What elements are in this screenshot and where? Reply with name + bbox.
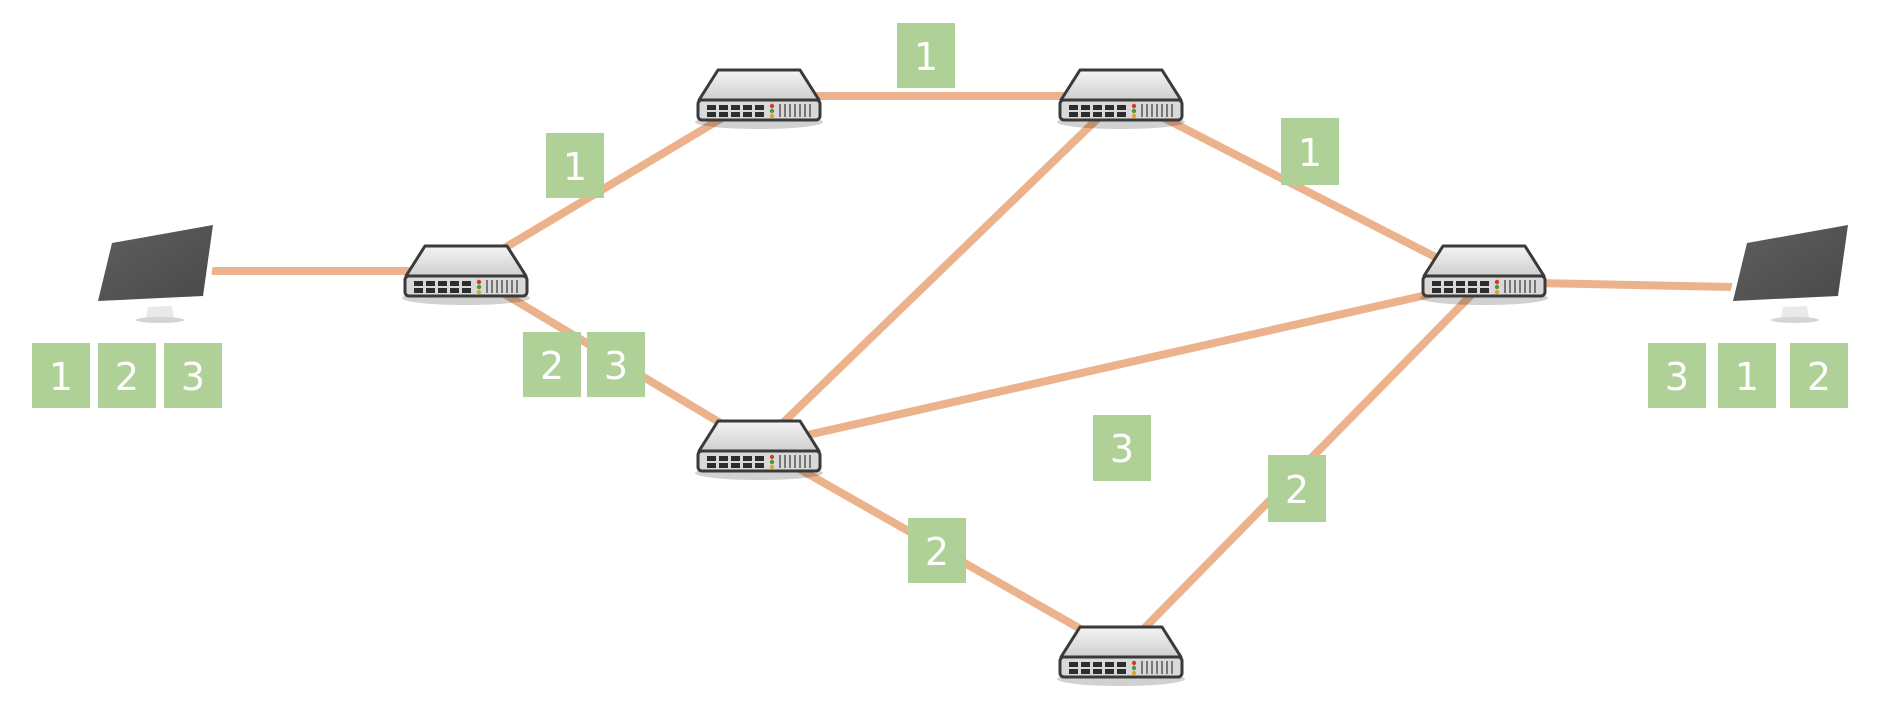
router-e xyxy=(1418,244,1550,307)
network-router-icon xyxy=(1418,244,1550,307)
network-links xyxy=(206,92,1737,656)
link-router-d-router-e xyxy=(1117,92,1488,286)
packet: 2 xyxy=(1790,343,1848,408)
svg-text:2: 2 xyxy=(540,344,564,388)
svg-text:1: 1 xyxy=(563,145,587,189)
router-b xyxy=(693,68,825,131)
svg-text:3: 3 xyxy=(181,355,205,399)
svg-text:2: 2 xyxy=(1807,355,1831,399)
packet-route-d-e: 1 xyxy=(1281,118,1339,185)
source-computer xyxy=(92,219,219,323)
network-router-icon xyxy=(400,244,532,307)
packet: 3 xyxy=(164,343,222,408)
packet: 2 xyxy=(98,343,156,408)
svg-text:1: 1 xyxy=(914,35,938,79)
packet-route-f-e: 2 xyxy=(1268,455,1326,522)
packet-route-a-c: 2 3 xyxy=(523,332,645,397)
link-router-c-router-d xyxy=(755,92,1125,450)
router-d xyxy=(1055,68,1187,131)
packet-route-a-b: 1 xyxy=(546,133,604,198)
network-router-icon xyxy=(1055,68,1187,131)
destination-computer xyxy=(1727,219,1854,323)
computer-monitor-icon xyxy=(92,219,219,323)
packet: 1 xyxy=(1718,343,1776,408)
packet: 1 xyxy=(32,343,90,408)
packet-route-c-f: 2 xyxy=(908,518,966,583)
packet: 3 xyxy=(1648,343,1706,408)
svg-text:2: 2 xyxy=(115,355,139,399)
network-router-icon xyxy=(1055,625,1187,688)
svg-text:1: 1 xyxy=(1298,131,1322,175)
network-router-icon xyxy=(693,68,825,131)
svg-text:2: 2 xyxy=(1285,468,1309,512)
packet-route-b-d: 1 xyxy=(897,23,955,88)
link-router-c-router-e xyxy=(755,278,1488,450)
svg-text:1: 1 xyxy=(49,355,73,399)
svg-text:1: 1 xyxy=(1735,355,1759,399)
svg-text:3: 3 xyxy=(1665,355,1689,399)
router-a xyxy=(400,244,532,307)
router-f xyxy=(1055,625,1187,688)
packet-route-c-e: 3 xyxy=(1093,415,1151,481)
source-packet-queue: 1 2 3 xyxy=(32,343,222,408)
destination-packet-queue: 3 1 2 xyxy=(1648,343,1848,408)
svg-text:3: 3 xyxy=(604,344,628,388)
computer-monitor-icon xyxy=(1727,219,1854,323)
svg-text:3: 3 xyxy=(1110,427,1134,471)
network-router-icon xyxy=(693,419,825,482)
svg-text:2: 2 xyxy=(925,530,949,574)
router-c xyxy=(693,419,825,482)
